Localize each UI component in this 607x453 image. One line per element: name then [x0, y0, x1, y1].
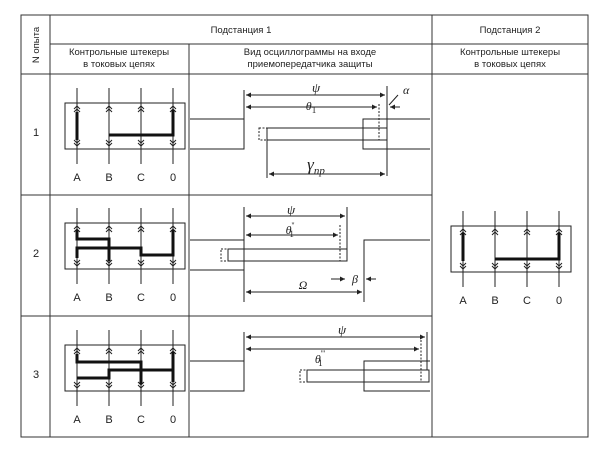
jumper-connection	[109, 110, 175, 137]
pulse-dashed-start	[258, 127, 268, 141]
header-substation-1: Подстанция 1	[211, 25, 272, 36]
phase-label: A	[73, 292, 81, 304]
phase-label: 0	[170, 414, 176, 426]
receiver-pulse	[306, 369, 430, 383]
table-grid	[20, 14, 589, 438]
theta-subscript: 1	[312, 105, 317, 115]
phase-label: 0	[556, 295, 562, 307]
jumper-connection	[75, 230, 111, 261]
table-border	[20, 14, 589, 438]
psi-label: ψ	[312, 80, 321, 95]
theta-subscript: 1	[318, 358, 323, 368]
plug-diagram-substation-2: A B C 0	[450, 211, 572, 307]
phase-label: 0	[170, 172, 176, 184]
phase-label: B	[105, 292, 112, 304]
signal-pulse-right	[363, 239, 430, 270]
beta-label: β	[351, 272, 358, 286]
theta-label: θ'''1	[315, 349, 326, 368]
theta-label: θ1	[306, 99, 316, 115]
phase-label: C	[523, 295, 531, 307]
signal-pulse-left	[190, 360, 245, 392]
header-substation-2: Подстанция 2	[480, 25, 541, 36]
jumper-connection	[495, 233, 561, 261]
gamma-symbol: γ	[307, 155, 315, 174]
plug-box	[450, 225, 572, 273]
header-oscillogram-line1: Вид осциллограммы на входе	[244, 47, 376, 58]
theta-superscript: ''	[292, 221, 295, 230]
pulse-dashed-start	[299, 369, 308, 383]
alpha-label: α	[403, 83, 410, 97]
signal-pulse-left	[190, 239, 245, 271]
jumper-connection	[75, 354, 143, 384]
jumper-connection	[77, 368, 173, 380]
plug-diagram-row-2: A B C 0	[64, 208, 186, 304]
psi-label: ψ	[287, 202, 296, 217]
plug-box	[64, 344, 186, 392]
theta-subscript: 1	[289, 229, 294, 239]
theta-label: θ''1	[286, 221, 295, 239]
phase-label: B	[105, 172, 112, 184]
header-plugs-1-line2: в токовых цепях	[83, 59, 155, 70]
plug-box	[64, 222, 186, 270]
psi-label: ψ	[338, 322, 347, 337]
phase-label: 0	[170, 292, 176, 304]
theta-superscript: '''	[321, 349, 326, 358]
plug-box	[64, 102, 186, 150]
signal-pulse-right	[363, 360, 430, 392]
header-plugs-2-line2: в токовых цепях	[474, 59, 546, 70]
signal-pulse-left	[190, 118, 245, 150]
phase-label: C	[137, 292, 145, 304]
oscillogram-row-1	[190, 86, 430, 178]
row-number-3: 3	[33, 369, 39, 381]
header-plugs-1-line1: Контрольные штекеры	[69, 47, 169, 58]
plug-diagram-row-1: A B C 0	[64, 88, 186, 184]
phase-label: C	[137, 414, 145, 426]
pulse-dashed-start	[220, 248, 229, 262]
header-plugs-2-line1: Контрольные штекеры	[460, 47, 560, 58]
omega-label: Ω	[299, 278, 308, 292]
jumper-connection	[75, 230, 175, 258]
phase-label: B	[491, 295, 498, 307]
plug-diagram-row-3: A B C 0	[64, 330, 186, 426]
gamma-label: γпр	[307, 155, 325, 177]
theta-symbol: θ	[306, 99, 312, 113]
receiver-pulse	[227, 248, 348, 262]
alpha-leader	[388, 94, 399, 106]
phase-label: A	[73, 172, 81, 184]
oscillogram-row-2	[190, 207, 430, 302]
oscillogram-row-3	[190, 332, 430, 392]
phase-label: A	[73, 414, 81, 426]
phase-label: B	[105, 414, 112, 426]
gamma-subscript: пр	[314, 165, 326, 177]
row-number-2: 2	[33, 248, 39, 260]
header-oscillogram-line2: приемопередатчика защиты	[247, 59, 372, 70]
theta-symbol: θ	[315, 352, 321, 366]
header-experiment-number: N опыта	[31, 26, 42, 63]
row-number-1: 1	[33, 127, 39, 139]
receiver-pulse	[266, 127, 388, 141]
theta-symbol: θ	[286, 223, 292, 237]
phase-label: C	[137, 172, 145, 184]
signal-pulse-right	[362, 118, 430, 150]
phase-label: A	[459, 295, 467, 307]
